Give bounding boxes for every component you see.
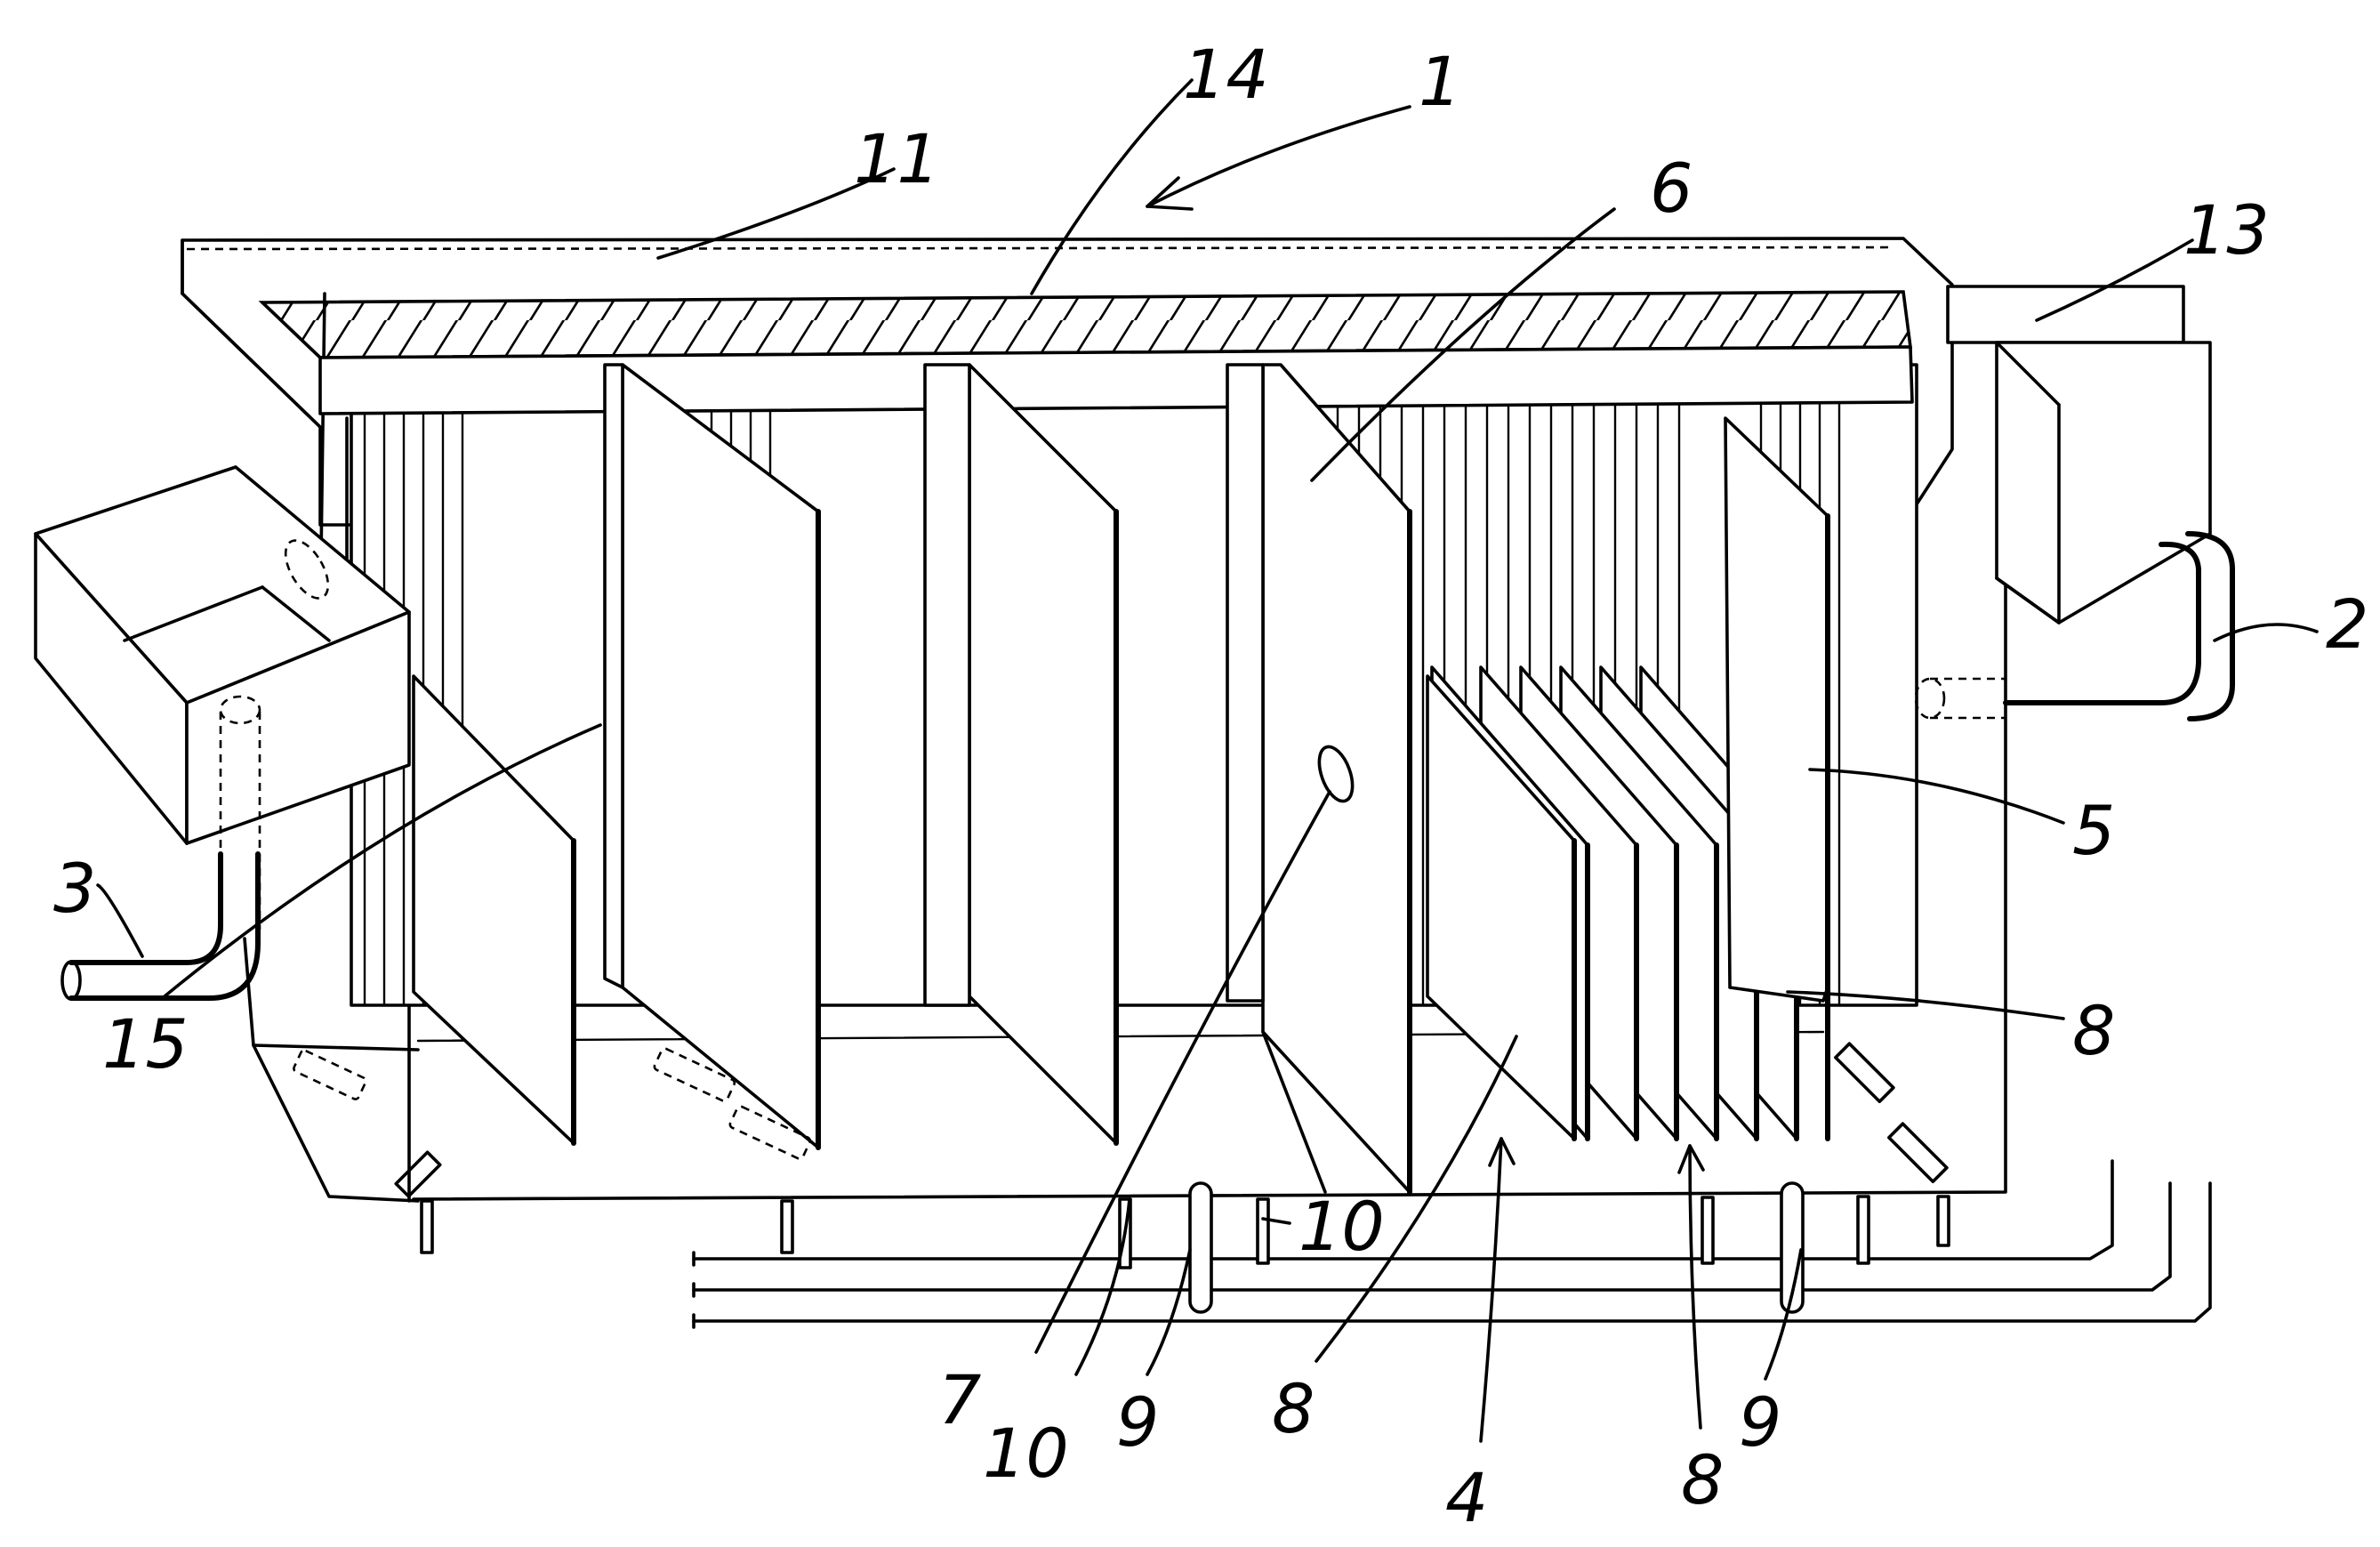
outlet-pipe: [1914, 531, 2235, 721]
callout-4: 4: [1445, 1458, 1488, 1537]
callout-8c: 8: [2072, 991, 2115, 1070]
inclined-plates-left: [412, 363, 1412, 1195]
callout-6: 6: [1650, 149, 1693, 228]
callout-7: 7: [938, 1360, 981, 1439]
callout-8b: 8: [1681, 1440, 1724, 1519]
callout-3: 3: [53, 849, 96, 928]
callout-14: 14: [1183, 35, 1269, 114]
inlet-pipe: [60, 851, 261, 1001]
callout-5: 5: [2072, 791, 2115, 870]
callout-1: 1: [1419, 42, 1461, 121]
callout-10b: 10: [1299, 1187, 1385, 1266]
callout-labels: 1 2 3 4 5 6 7 8 8 8 9 9 10 10 11 13 14 1…: [53, 35, 2368, 1537]
callout-9a: 9: [1116, 1382, 1159, 1462]
stacked-plates: [1426, 665, 1799, 1141]
left-inlet-box: [34, 465, 411, 930]
callout-2: 2: [2326, 584, 2368, 664]
front-beam: [318, 345, 1914, 415]
bottom-slots: [293, 745, 1949, 1198]
callout-8a: 8: [1272, 1369, 1315, 1448]
callout-13: 13: [2183, 190, 2270, 270]
callout-9b: 9: [1739, 1382, 1781, 1462]
callout-11: 11: [854, 119, 940, 198]
callout-15: 15: [102, 1004, 189, 1084]
right-outlet-box: [1946, 285, 2212, 624]
callout-10a: 10: [983, 1414, 1069, 1493]
leader-lines: [96, 78, 2319, 1443]
